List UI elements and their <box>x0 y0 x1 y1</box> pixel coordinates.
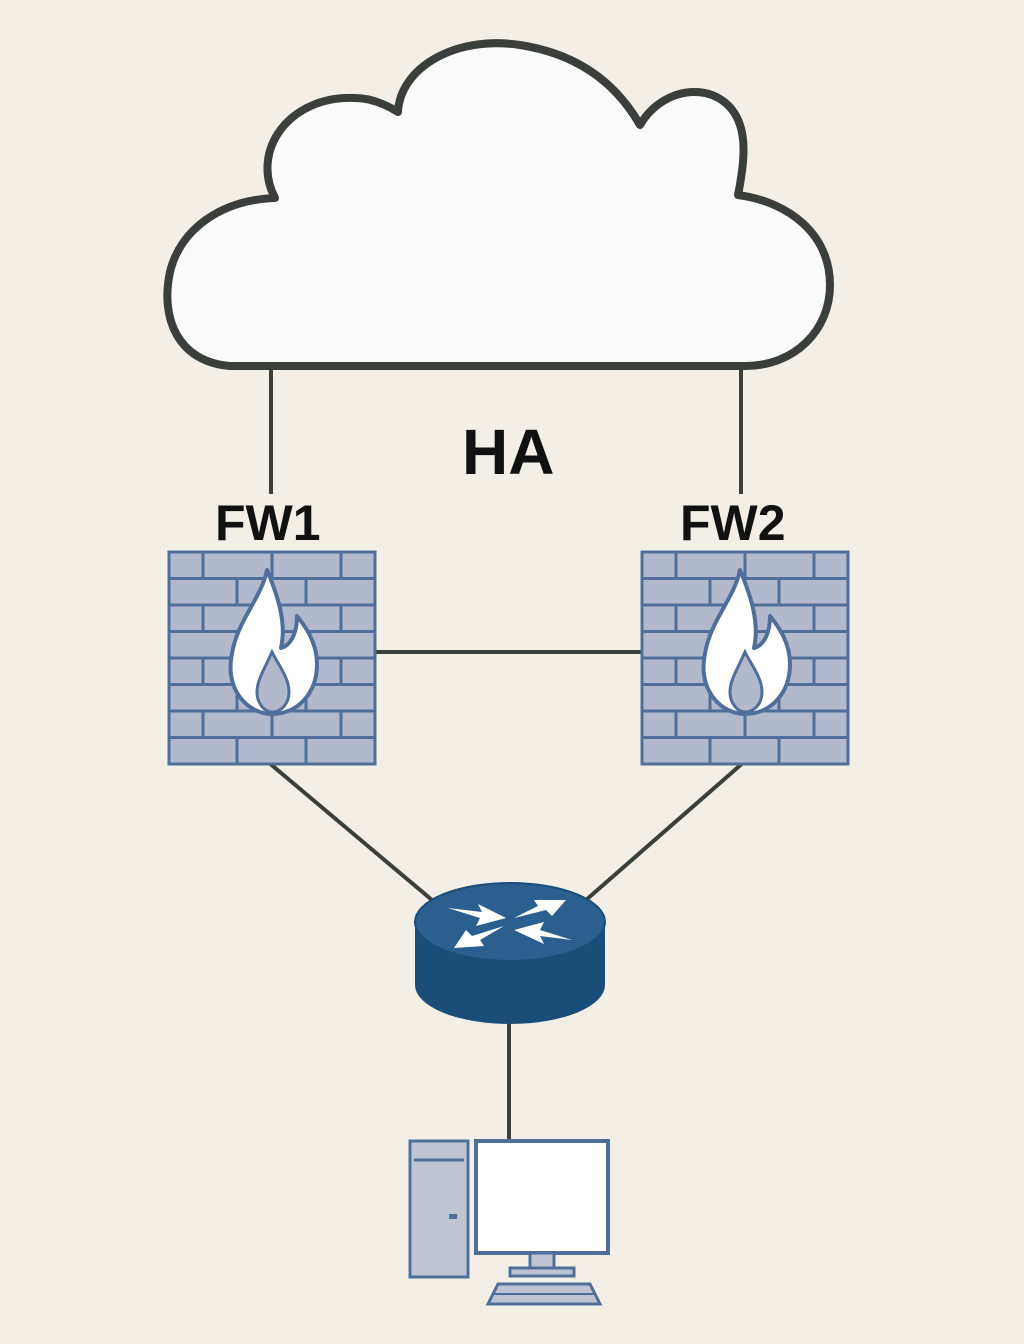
ha-label: HA <box>462 416 555 488</box>
fw2-label: FW2 <box>680 495 786 551</box>
firewall-fw2 <box>640 550 850 766</box>
connection-lines <box>266 368 746 1142</box>
fw1-label: FW1 <box>215 495 321 551</box>
cloud-icon <box>163 39 834 370</box>
firewall-icon <box>167 550 377 766</box>
link-fw1-router <box>266 760 434 902</box>
computer-tower <box>408 1139 470 1279</box>
router-icon <box>414 882 606 1024</box>
link-fw2-router <box>584 760 746 902</box>
firewall-icon <box>640 550 850 766</box>
computer-monitor <box>474 1139 610 1255</box>
firewall-fw1 <box>167 550 377 766</box>
desktop-computer-icon <box>408 1139 610 1306</box>
